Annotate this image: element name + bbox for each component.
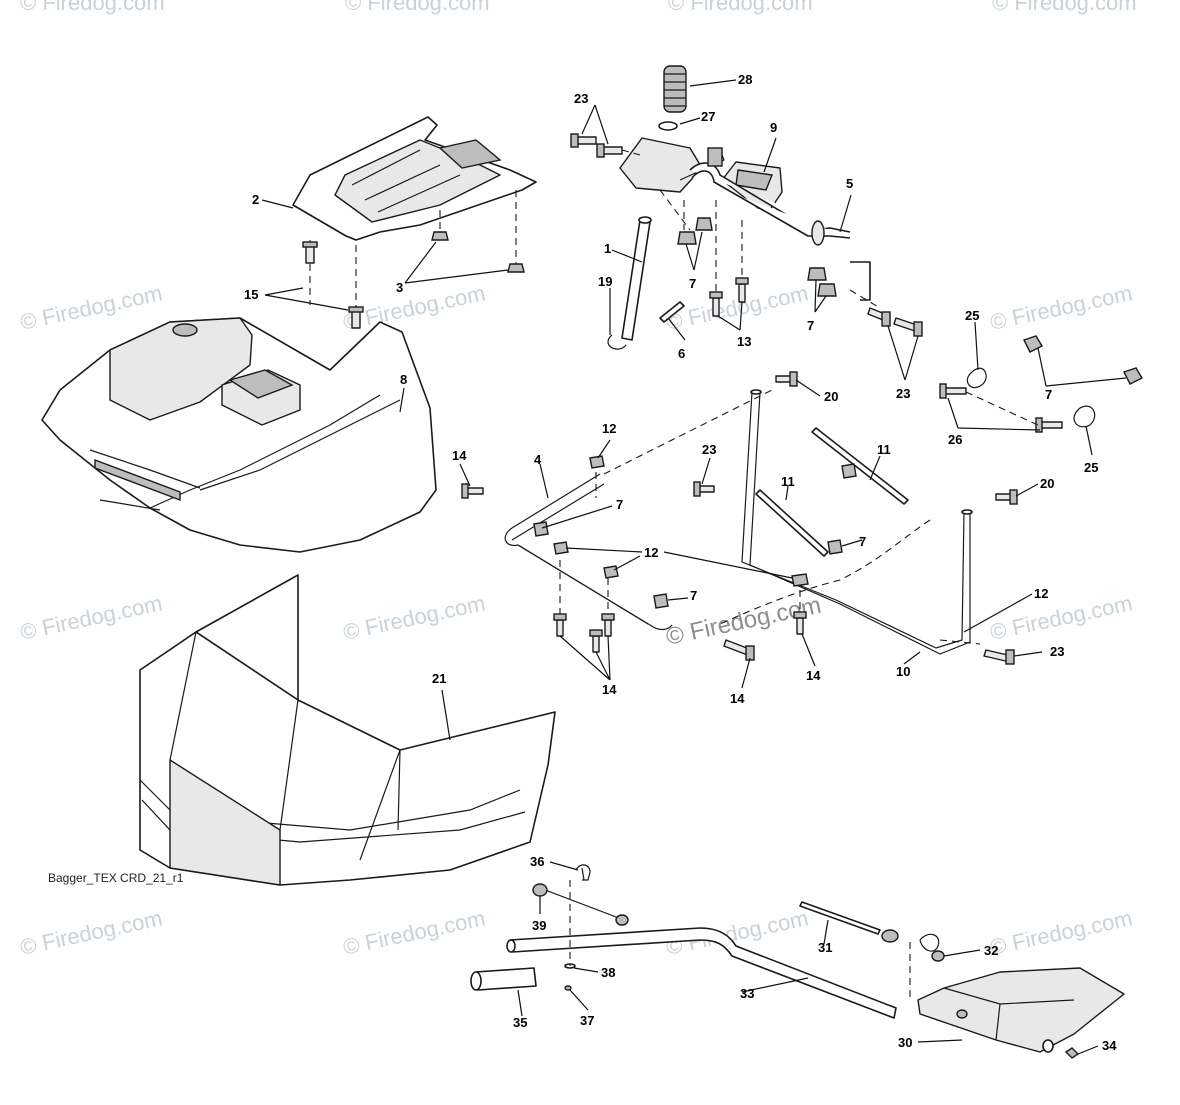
bolts-23-right [867, 307, 923, 337]
callout-7: 7 [1045, 387, 1052, 402]
part-21-bag [139, 574, 556, 886]
nuts-7-lower [533, 463, 857, 609]
callout-31: 31 [818, 940, 832, 955]
part-27-washer [658, 121, 678, 131]
callout-3: 3 [396, 280, 403, 295]
parts-31-32 [799, 901, 945, 962]
callout-39: 39 [532, 918, 546, 933]
callout-13: 13 [737, 334, 751, 349]
callout-23: 23 [896, 386, 910, 401]
callout-7: 7 [616, 497, 623, 512]
callout-7: 7 [689, 276, 696, 291]
callout-14: 14 [806, 668, 821, 683]
part-10-frame [741, 389, 973, 655]
watermark: © Firedog.com [992, 0, 1137, 15]
callout-12: 12 [644, 545, 658, 560]
callout-7: 7 [859, 534, 866, 549]
watermark: © Firedog.com [18, 280, 165, 335]
bolts-23-top [570, 133, 623, 158]
callout-14: 14 [730, 691, 745, 706]
bolts-13 [709, 277, 749, 317]
watermark: © Firedog.com [664, 280, 811, 335]
watermark: © Firedog.com [18, 590, 165, 645]
callout-28: 28 [738, 72, 752, 87]
watermark: © Firedog.com [345, 0, 490, 15]
watermark: © Firedog.com [341, 590, 488, 645]
callout-7: 7 [690, 588, 697, 603]
part-19-clip [607, 334, 627, 350]
callout-34: 34 [1102, 1038, 1117, 1053]
bolts-14-20-23 [461, 371, 1018, 665]
callout-20: 20 [1040, 476, 1054, 491]
part-30-mount [917, 967, 1125, 1053]
clips-12 [553, 455, 809, 587]
watermark: © Firedog.com [18, 905, 165, 960]
callout-15: 15 [244, 287, 258, 302]
callout-38: 38 [601, 965, 615, 980]
callout-14: 14 [452, 448, 467, 463]
callouts: 2 15 3 8 23 28 27 9 5 1 19 6 13 7 7 23 2… [244, 72, 1117, 1053]
callout-1: 1 [604, 241, 611, 256]
part-2-upper-cover [292, 116, 537, 241]
part-5-lever-assembly [619, 137, 871, 301]
part-9-bracket [721, 161, 783, 211]
callout-11: 11 [781, 474, 795, 489]
callout-20: 20 [824, 389, 838, 404]
callout-21: 21 [432, 671, 446, 686]
nuts-7-upper [677, 217, 837, 297]
callout-36: 36 [530, 854, 544, 869]
callout-37: 37 [580, 1013, 594, 1028]
callout-26: 26 [948, 432, 962, 447]
part-35-grip [470, 967, 537, 991]
watermark: © Firedog.com [988, 905, 1135, 960]
callout-33: 33 [740, 986, 754, 1001]
callout-30: 30 [898, 1035, 912, 1050]
part-6-pin [659, 301, 685, 323]
watermark: © Firedog.com [341, 905, 488, 960]
part-33-handle [506, 927, 897, 1019]
part-4-rod [504, 473, 673, 631]
part-8-hood [41, 317, 437, 553]
callout-8: 8 [400, 372, 407, 387]
callout-19: 19 [598, 274, 612, 289]
callout-4: 4 [534, 452, 542, 467]
callout-35: 35 [513, 1015, 527, 1030]
part-11-rod-b [755, 489, 829, 557]
fasteners-3-15 [302, 231, 525, 329]
watermark: © Firedog.com [988, 590, 1135, 645]
callout-11: 11 [877, 442, 891, 457]
callout-12: 12 [1034, 586, 1048, 601]
leader-lines [261, 79, 1127, 1055]
callout-14: 14 [602, 682, 617, 697]
callout-2: 2 [252, 192, 259, 207]
callout-23: 23 [702, 442, 716, 457]
part-11-rod-a [811, 427, 909, 505]
callout-7: 7 [807, 318, 814, 333]
callout-12: 12 [602, 421, 616, 436]
part-34-screw [1064, 1047, 1080, 1059]
callout-25: 25 [965, 308, 979, 323]
callout-5: 5 [846, 176, 853, 191]
callout-10: 10 [896, 664, 910, 679]
watermark: © Firedog.com [668, 0, 813, 15]
callout-9: 9 [770, 120, 777, 135]
parts-25-26-cluster [939, 335, 1143, 433]
callout-25: 25 [1084, 460, 1098, 475]
callout-32: 32 [984, 943, 998, 958]
watermark: © Firedog.com [988, 280, 1135, 335]
diagram-code: Bagger_TEX CRD_21_r1 [48, 871, 184, 885]
part-28-grip [663, 65, 687, 113]
callout-23: 23 [1050, 644, 1064, 659]
watermark: © Firedog.com [20, 0, 165, 15]
part-1-rod [621, 219, 651, 341]
callout-23: 23 [574, 91, 588, 106]
callout-27: 27 [701, 109, 715, 124]
callout-6: 6 [678, 346, 685, 361]
